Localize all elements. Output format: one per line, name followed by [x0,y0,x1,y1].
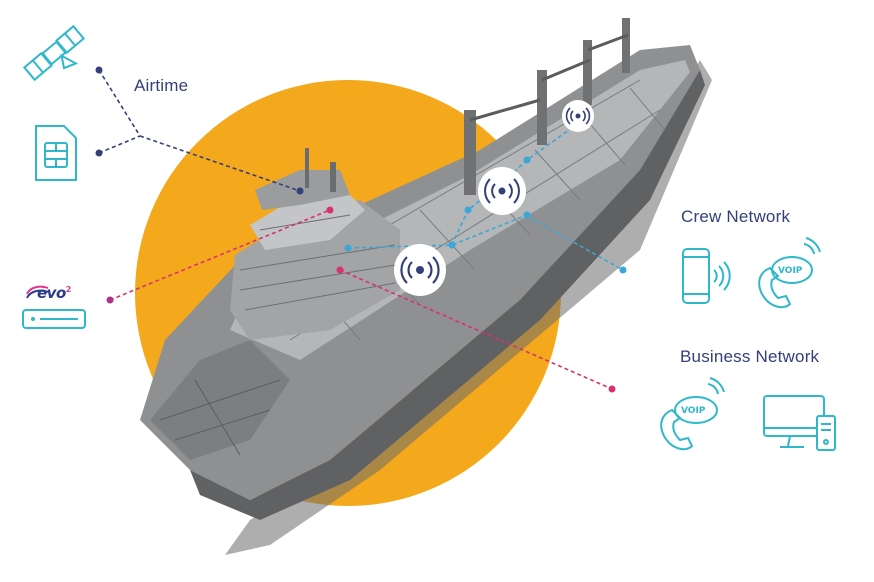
dot-ship-a [344,244,352,252]
crew-network-label: Crew Network [681,207,791,226]
airtime-line-sim [98,135,141,154]
wifi-signal-icon [394,244,446,296]
dot-crew [619,266,627,274]
dot-ship-e [523,156,531,164]
airtime-line-ship [139,135,301,192]
evo-brand-logo: evo2 [37,284,71,302]
dot-ship-d [523,211,531,219]
dot-business [608,385,616,393]
smartphone-icon [682,248,731,304]
dot-ship-c [464,206,472,214]
business-line [339,269,613,390]
business-network-label: Business Network [680,347,820,366]
wifi-signal-icon [562,100,594,132]
voip-phone-icon [660,377,725,451]
dot-airtime-sim [95,149,103,157]
desktop-computer-icon [763,395,836,451]
satellite-icon [22,24,86,82]
ship-network-line-1 [347,214,528,249]
evo-line [109,209,331,301]
sim-card-icon [35,125,77,181]
airtime-line-satellite [98,69,141,137]
evo-router-icon [22,285,86,329]
evo-brand-name: evo [37,284,66,302]
airtime-label: Airtime [134,76,189,95]
evo-brand-superscript: 2 [65,285,72,294]
wifi-signal-icon [478,167,526,215]
crew-line [524,214,624,271]
business-voip-text: VOIP [681,406,706,416]
voip-phone-icon [758,237,821,309]
dot-bridge-2 [336,266,344,274]
dot-airtime-satellite [95,66,103,74]
crew-voip-text: VOIP [778,266,803,276]
dot-airtime-ship [296,187,304,195]
dot-ship-b [448,241,456,249]
dot-evo [106,296,114,304]
dot-bridge [326,206,334,214]
